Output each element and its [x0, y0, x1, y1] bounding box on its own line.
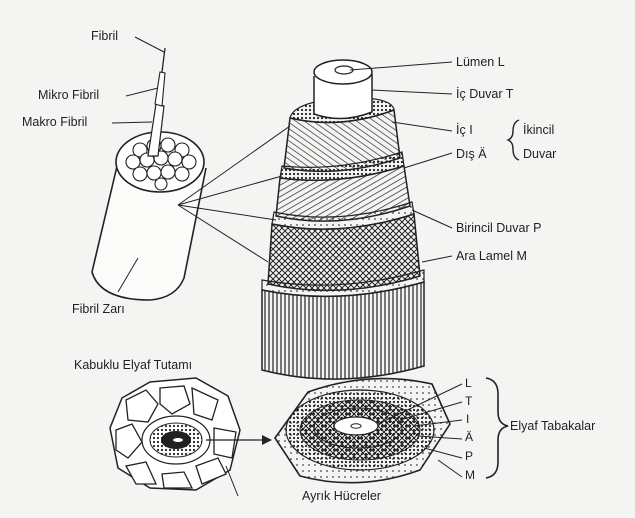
- label-elyaf-tabakalar: Elyaf Tabakalar: [510, 420, 595, 433]
- layer-label-p: P: [465, 450, 473, 462]
- layers-brace: [486, 378, 508, 478]
- label-ikincil: İkincil: [523, 124, 554, 137]
- label-ara-lamel: Ara Lamel M: [456, 250, 527, 263]
- label-dis: Dış Ä: [456, 148, 487, 161]
- fiber-bundle: [110, 378, 240, 496]
- label-ic-duvar: İç Duvar T: [456, 88, 513, 101]
- label-birincil-duvar: Birincil Duvar P: [456, 222, 541, 235]
- fiber-wall-tower: [262, 60, 424, 379]
- secondary-wall-brace: [508, 120, 519, 160]
- label-mikro-fibril: Mikro Fibril: [38, 89, 99, 102]
- label-fibril: Fibril: [91, 30, 118, 43]
- layer-label-i: I: [466, 413, 469, 425]
- layer-label-t: T: [465, 395, 472, 407]
- fiber-cross-section: [275, 379, 450, 483]
- label-kabuklu-elyaf-tutami: Kabuklu Elyaf Tutamı: [74, 359, 192, 372]
- label-fibril-zari: Fibril Zarı: [72, 303, 125, 316]
- layer-label-l: L: [465, 377, 472, 389]
- label-duvar: Duvar: [523, 148, 556, 161]
- fibril-cylinder: [92, 48, 206, 300]
- label-makro-fibril: Makro Fibril: [22, 116, 87, 129]
- label-ic: İç I: [456, 124, 473, 137]
- label-lumen: Lümen L: [456, 56, 505, 69]
- label-ayrik-hucreler: Ayrık Hücreler: [302, 490, 381, 503]
- layer-label-a: Ä: [465, 431, 473, 443]
- layer-label-m: M: [465, 469, 475, 481]
